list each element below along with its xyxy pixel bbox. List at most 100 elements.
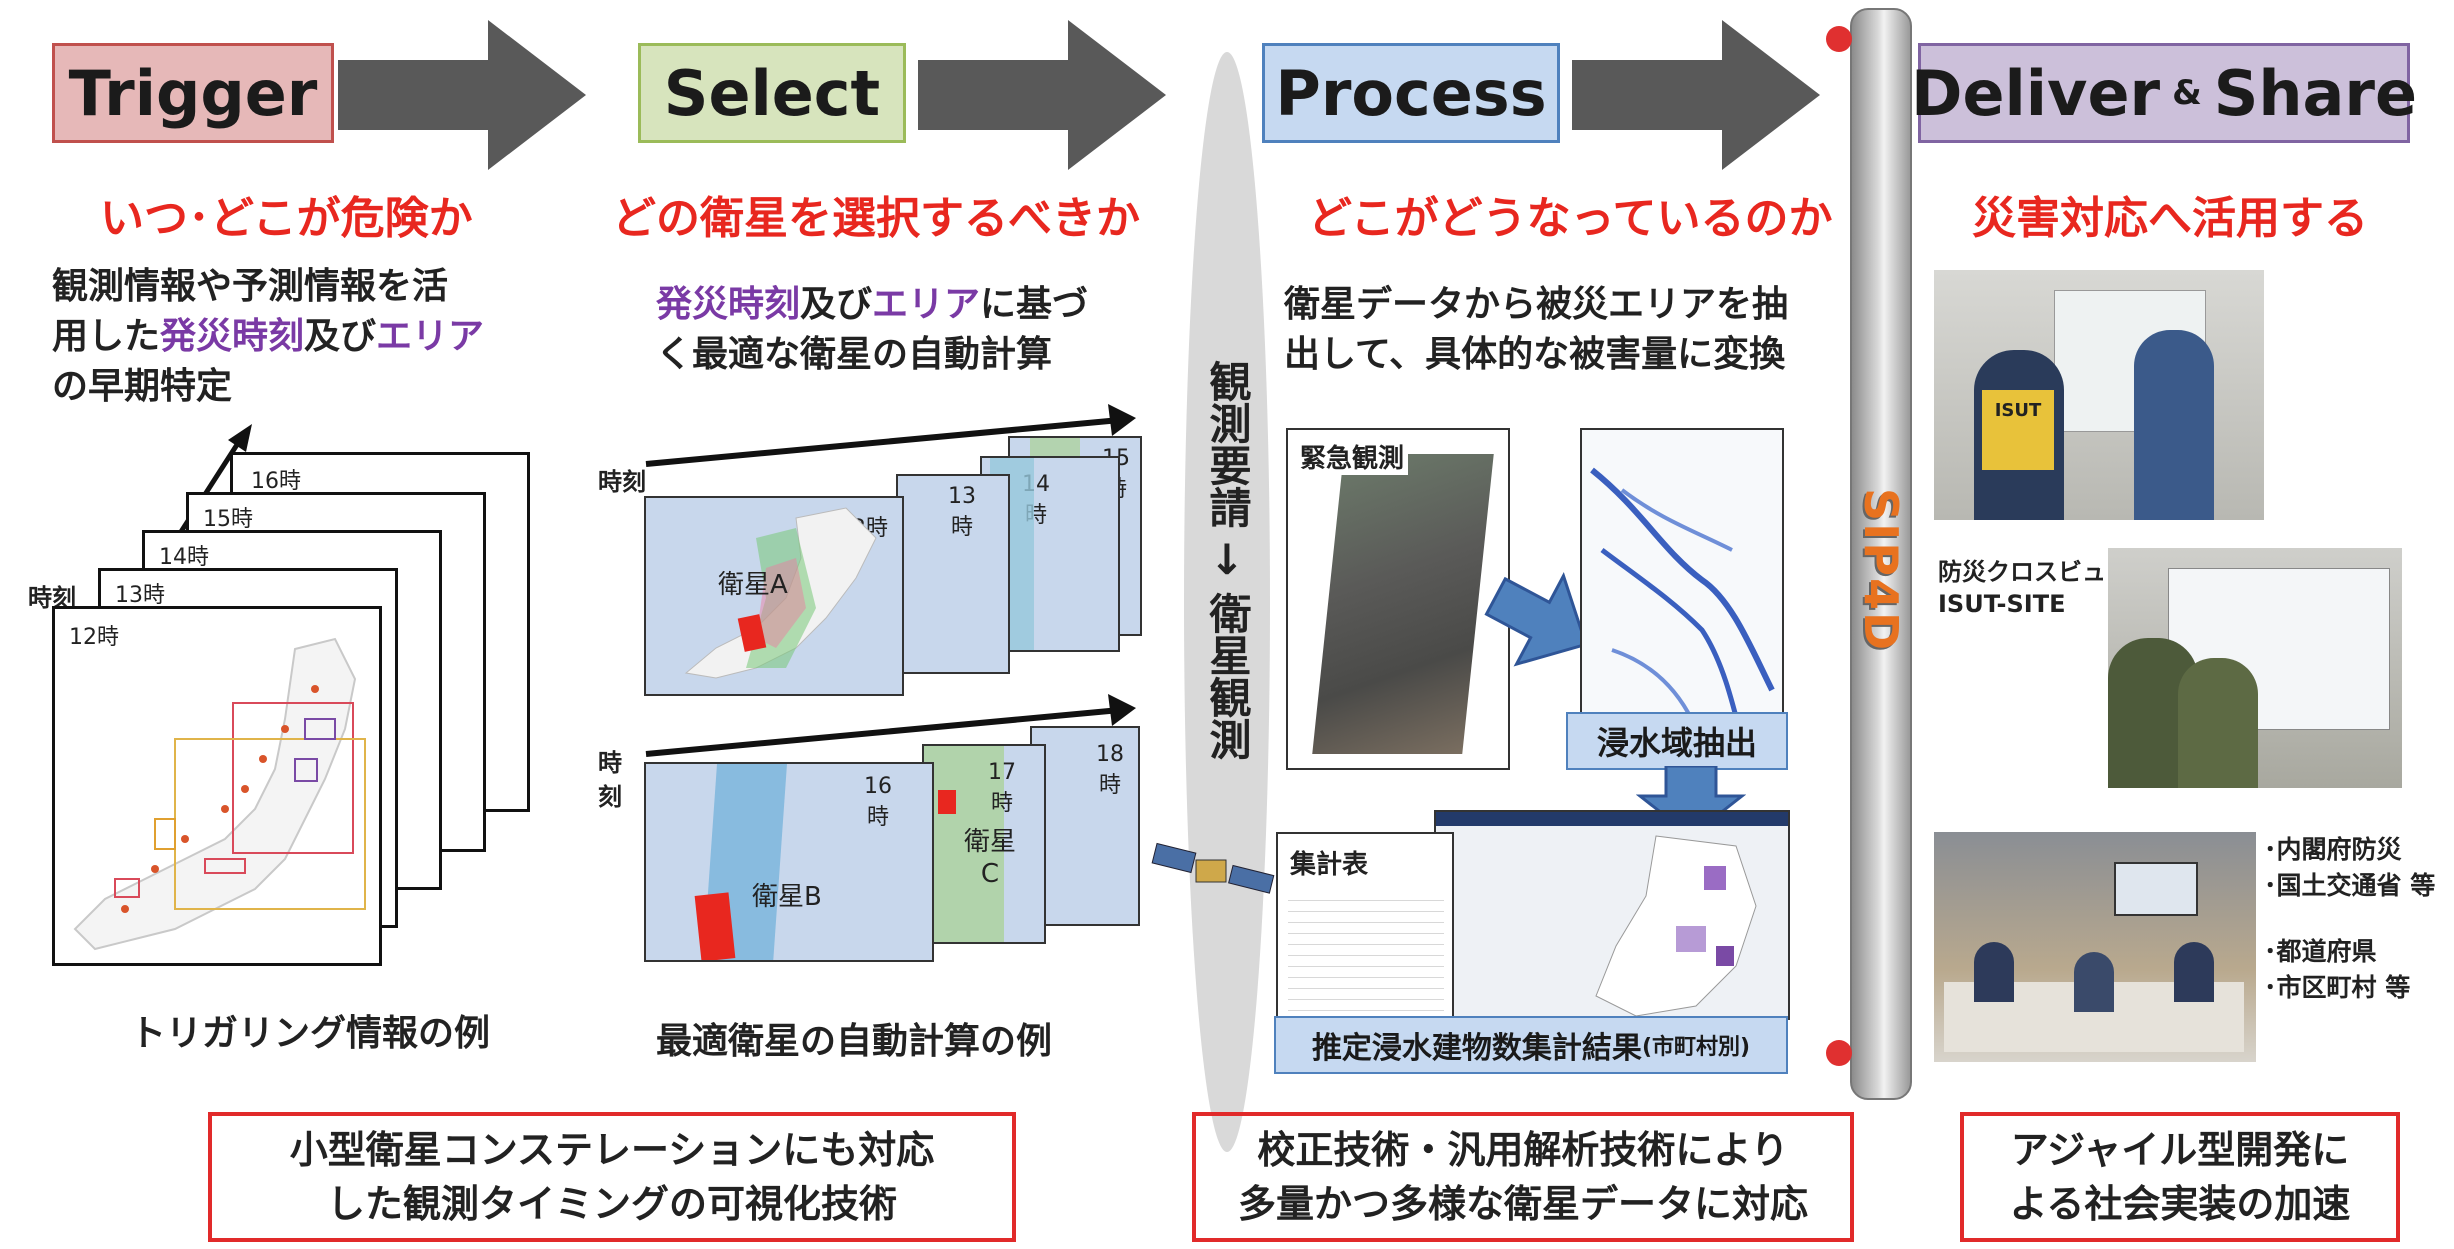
vest-label: ISUT <box>1994 400 2042 421</box>
trigger-caption: トリガリング情報の例 <box>130 1013 491 1054</box>
text: に基づ <box>980 284 1089 325</box>
box-line: よる社会実装の加速 <box>2009 1182 2351 1226</box>
select-top-axis-label: 時刻 <box>598 468 646 496</box>
flood-extraction-label: 浸水域抽出 <box>1566 712 1788 770</box>
isut-site-photo <box>2108 548 2402 788</box>
arrow-right-icon <box>918 20 1166 170</box>
trigger-description: 観測情報や予測情報を活 用した発災時刻及びエリア の早期特定 <box>52 262 522 412</box>
select-map-17: 17 時 衛星 C <box>922 744 1046 944</box>
result-main: 推定浸水建物数集計結果 <box>1311 1031 1642 1066</box>
sip4d-text: SIP4D <box>1854 487 1908 653</box>
target-area <box>694 892 736 960</box>
box-line: アジャイル型開発に <box>2010 1128 2350 1172</box>
select-description: 発災時刻及びエリアに基づ く最適な衛星の自動計算 <box>656 280 1126 380</box>
flood-map <box>1590 467 1775 741</box>
frame-time-label: 12時 <box>69 625 119 650</box>
satellite-c-label: 衛星 C <box>964 827 1017 889</box>
tech-box-visualization: 小型衛星コンステレーションにも対応 した観測タイミングの可視化技術 <box>208 1112 1016 1242</box>
stage-trigger-label: Trigger <box>52 43 334 143</box>
select-desc-line1: 発災時刻及びエリアに基づ <box>656 280 1126 330</box>
trigger-desc-line2: 用した発災時刻及びエリア <box>52 312 522 362</box>
japan-map-trigger <box>73 637 366 951</box>
box-line: 多量かつ多様な衛星データに対応 <box>1237 1182 1808 1226</box>
tech-box-calibration: 校正技術・汎用解析技術により 多量かつ多様な衛星データに対応 <box>1192 1112 1854 1242</box>
observation-flow-text: 観測要請 ↓ 衛星観測 <box>1184 360 1270 760</box>
result-sub: (市町村別) <box>1641 1035 1751 1060</box>
person <box>2178 658 2258 788</box>
share-word: Share <box>2213 56 2417 130</box>
table-lines <box>1288 890 1444 1020</box>
tech-box-agile: アジャイル型開発に よる社会実装の加速 <box>1960 1112 2400 1242</box>
flood-extraction-image <box>1580 428 1784 758</box>
stage-deliver-label: Deliver & Share <box>1911 43 2417 143</box>
map-time-label: 17 時 <box>988 760 1016 816</box>
trigger-desc-line3: の早期特定 <box>52 366 233 407</box>
person <box>1974 942 2014 1002</box>
org-item: ･内閣府防災 <box>2264 835 2402 864</box>
stage-select-label: Select <box>638 43 906 143</box>
map-time-label: 16 時 <box>864 774 892 830</box>
org-item: ･都道府県 <box>2264 937 2377 966</box>
box-line: 校正技術・汎用解析技術により <box>1257 1128 1789 1172</box>
satellite-b-label: 衛星B <box>752 882 822 912</box>
org-item: ･国土交通省 等 <box>2264 871 2436 900</box>
process-desc-line1: 衛星データから被災エリアを抽 <box>1284 284 1789 325</box>
vest: ISUT <box>1982 390 2054 470</box>
pipe-valve-bottom-icon <box>1826 1040 1852 1066</box>
satellite-icon <box>1151 842 1275 894</box>
japan-map-select-a <box>684 507 877 679</box>
select-question: どの衛星を選択するべきか <box>612 193 1140 244</box>
trigger-desc-line1: 観測情報や予測情報を活 <box>52 266 449 307</box>
highlight-time: 発災時刻 <box>160 316 305 357</box>
summary-table-image: 集計表 <box>1276 832 1454 1028</box>
emergency-label: 緊急観測 <box>1296 438 1409 475</box>
meeting-photo <box>1934 832 2256 1062</box>
process-description: 衛星データから被災エリアを抽 出して、具体的な被害量に変換 <box>1284 280 1844 380</box>
select-map-18: 18 時 <box>1030 726 1140 926</box>
observe-text: 衛星観測 <box>1203 592 1252 760</box>
observation-request-ellipse <box>1184 52 1270 1152</box>
crossview-line1: 防災クロスビュー <box>1938 558 2130 586</box>
map-time-label: 13 時 <box>948 484 976 540</box>
highlight-area: エリア <box>376 316 485 357</box>
select-map-12: 12時 衛星A <box>644 496 904 696</box>
frame-time-label: 13時 <box>115 583 165 608</box>
map-time-label: 18 時 <box>1096 742 1124 798</box>
deliver-question: 災害対応へ活用する <box>1972 193 2368 244</box>
frame-time-label: 15時 <box>203 507 253 532</box>
target-area <box>938 790 956 814</box>
result-map <box>1595 835 1757 1016</box>
text: 用した <box>52 316 161 357</box>
select-bottom-axis-label: 時 刻 <box>598 749 622 811</box>
highlight-time: 発災時刻 <box>656 284 801 325</box>
person <box>2074 952 2114 1012</box>
frame-time-label: 16時 <box>251 469 301 494</box>
person <box>2174 942 2214 1002</box>
select-map-16: 16 時 衛星B <box>644 762 934 962</box>
screen-header <box>1436 812 1788 826</box>
crossview-label: 防災クロスビュー ISUT-SITE <box>1938 556 2130 620</box>
crossview-line2: ISUT-SITE <box>1938 590 2066 618</box>
text: 及び <box>304 316 377 357</box>
satellite-a-label: 衛星A <box>718 570 788 600</box>
screen <box>2114 862 2198 916</box>
frame-time-label: 14時 <box>159 545 209 570</box>
emergency-observation-image: 緊急観測 <box>1286 428 1510 770</box>
process-arrow-icon <box>1484 572 1588 667</box>
result-caption: 推定浸水建物数集計結果(市町村別) <box>1274 1016 1788 1074</box>
summary-table-label: 集計表 <box>1290 850 1369 880</box>
deliver-word: Deliver <box>1911 56 2161 130</box>
stage-process-label: Process <box>1262 43 1560 143</box>
isut-photo: ISUT <box>1934 270 2264 520</box>
ampersand: & <box>2172 73 2202 113</box>
time-axis-arrow-icon <box>645 694 1136 757</box>
org-spacer <box>2264 904 2435 934</box>
person <box>2134 330 2214 520</box>
sip4d-pipe <box>1850 8 1912 1100</box>
box-line: 小型衛星コンステレーションにも対応 <box>289 1128 935 1172</box>
trigger-question: いつ･どこが危険か <box>100 193 473 244</box>
text: 及び <box>800 284 873 325</box>
result-screen-image <box>1434 810 1790 1020</box>
process-desc-line2: 出して、具体的な被害量に変換 <box>1284 334 1786 375</box>
arrow-right-icon <box>1572 20 1820 170</box>
